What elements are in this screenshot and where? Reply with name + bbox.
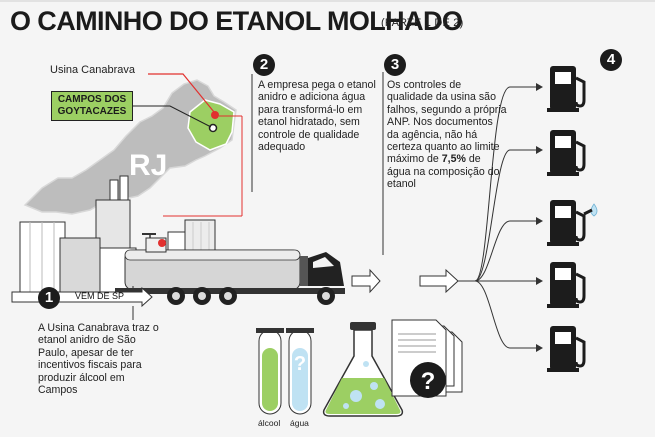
plant-marker [211, 111, 219, 119]
step2-text: A empresa pega o etanol anidro e adicion… [258, 79, 376, 154]
plant-label: Usina Canabrava [50, 64, 135, 76]
fuel-pump-icon [547, 262, 586, 308]
route-label: VEM DE SP [75, 291, 125, 301]
alcohol-tube-icon [256, 328, 284, 415]
city-label: CAMPOS DOS GOYTACAZES [51, 91, 133, 121]
question-mark-icon [410, 362, 446, 398]
page-subtitle: (PARTE 1 DE 2) [381, 17, 464, 29]
alcohol-label: álcool [258, 418, 281, 428]
water-question-icon: ? [294, 353, 306, 375]
documents-icon: ? [391, 319, 463, 398]
step1-text: A Usina Canabrava traz o etanol anidro d… [38, 322, 159, 397]
rj-map [23, 73, 243, 217]
svg-text:?: ? [421, 368, 436, 395]
fuel-pump-icon [547, 200, 598, 246]
step-number-3: 3 [384, 54, 406, 76]
fuel-pump-icon [547, 326, 586, 372]
step-number-1: 1 [38, 287, 60, 309]
state-label: RJ [129, 149, 168, 182]
step3-highlight: 7,5% [441, 153, 466, 166]
fuel-pump-icon [547, 66, 586, 112]
step-number-2: 2 [253, 54, 275, 76]
distribution-lines [458, 86, 536, 349]
fuel-pump-icon [547, 130, 586, 176]
water-label: água [290, 418, 309, 428]
step3-text-before: Os controles de qualidade da usina são f… [387, 79, 507, 166]
page-title: O CAMINHO DO ETANOL MOLHADO [10, 6, 463, 36]
truck-icon [115, 233, 345, 305]
step3-text-after: de água na composição do etanol [387, 153, 500, 191]
step3-text: Os controles de qualidade da usina são f… [387, 79, 507, 191]
step-number-4: 4 [600, 49, 622, 71]
water-tube-icon: ? [286, 328, 314, 415]
flask-icon [322, 322, 404, 417]
city-marker [208, 123, 218, 133]
